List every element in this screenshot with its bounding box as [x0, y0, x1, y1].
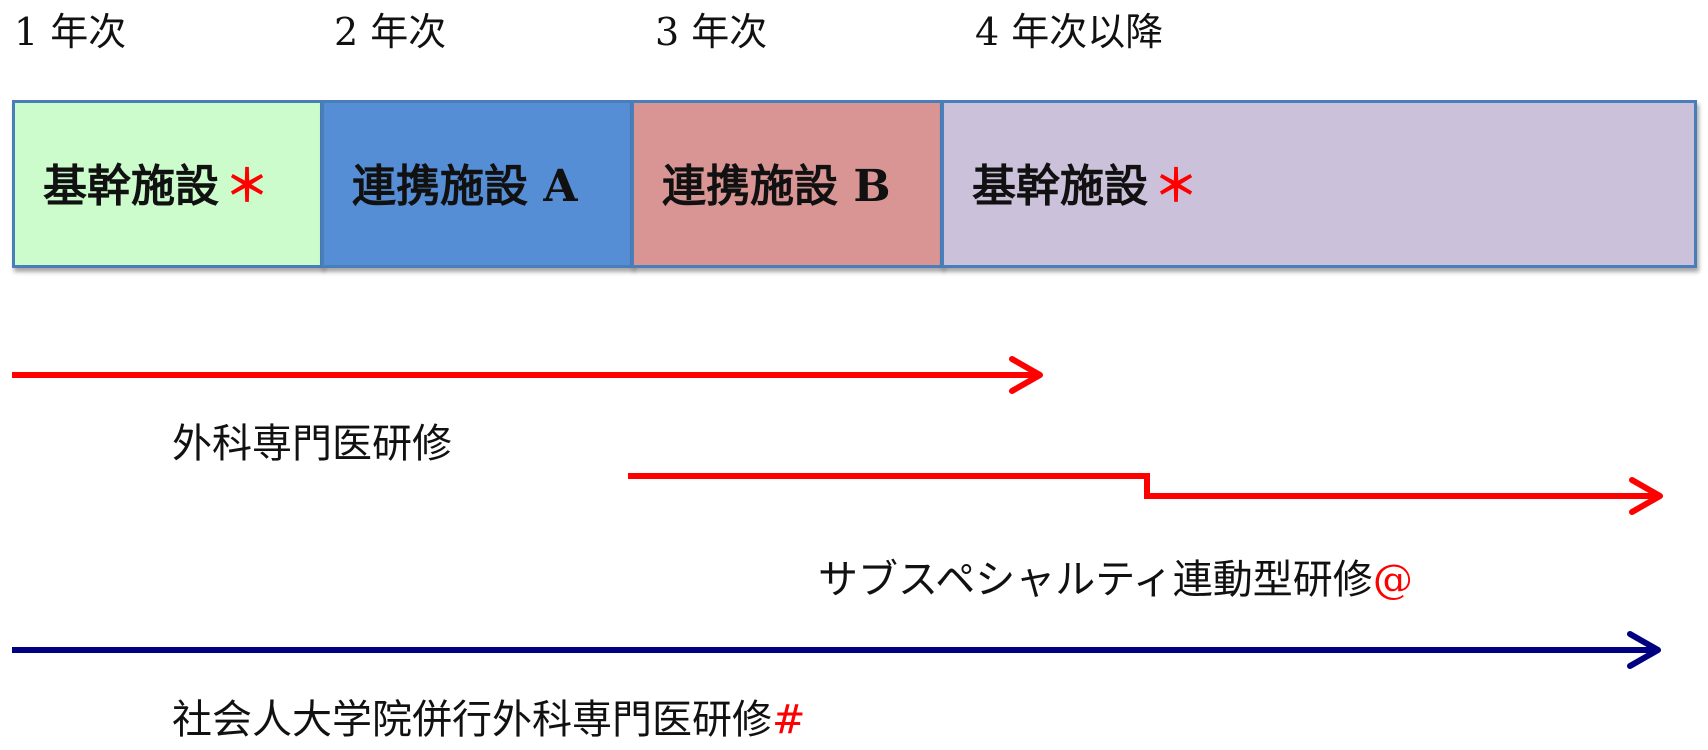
facility-block-core-2: 基幹施設＊: [941, 100, 1697, 268]
year-1-label: 1 年次: [14, 10, 127, 54]
year-4-plus-label: 4 年次以降: [975, 10, 1164, 54]
facility-block-partner-a: 連携施設 A: [321, 100, 633, 268]
surgery-program-label: 外科専門医研修: [172, 416, 452, 472]
asterisk-marker: ＊: [225, 161, 269, 212]
graduate-school-program-label: 社会人大学院併行外科専門医研修#: [172, 692, 806, 748]
facility-block-partner-b: 連携施設 B: [631, 100, 943, 268]
arrow-head: [1627, 631, 1661, 669]
program-label-text: サブスペシャルティ連動型研修: [818, 557, 1373, 603]
arrow-head: [1009, 356, 1043, 394]
hash-marker: #: [772, 697, 806, 743]
facility-label: 基幹施設: [972, 161, 1148, 212]
year-2-label: 2 年次: [334, 10, 447, 54]
subspecialty-program-label: サブスペシャルティ連動型研修@: [818, 552, 1413, 608]
program-label-text: 社会人大学院併行外科専門医研修: [172, 697, 772, 743]
subspecialty-program-arrow: [628, 473, 1663, 515]
program-label-text: 外科専門医研修: [172, 421, 452, 467]
year-3-label: 3 年次: [655, 10, 768, 54]
facility-label: 基幹施設: [43, 161, 219, 212]
at-marker: @: [1372, 557, 1413, 603]
surgery-program-arrow: [12, 356, 1043, 394]
asterisk-marker: ＊: [1154, 161, 1198, 212]
graduate-school-program-arrow: [12, 631, 1661, 669]
arrow-head: [1629, 477, 1663, 515]
facility-block-core-1: 基幹施設＊: [12, 100, 323, 268]
facility-label: 連携施設 B: [662, 161, 891, 212]
facility-label: 連携施設 A: [352, 161, 578, 212]
arrow-shaft: [628, 473, 1658, 499]
